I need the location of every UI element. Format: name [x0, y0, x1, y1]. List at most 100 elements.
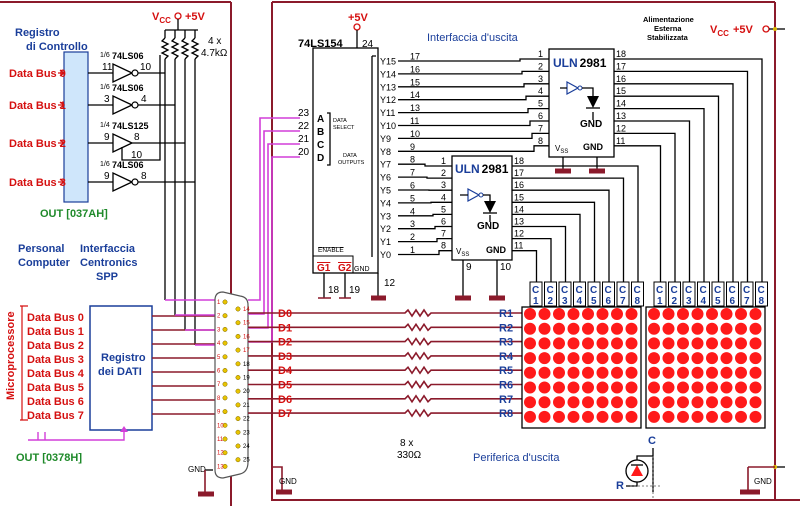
led-matrix-right-r6-c1	[648, 381, 660, 394]
led-matrix-right-r6-c8	[749, 381, 762, 394]
row-label-R3: R3	[499, 337, 513, 349]
data-bus-0: Data Bus 0	[27, 312, 84, 324]
pin-label-18: 18	[243, 362, 250, 368]
dec-to-lower-4	[398, 213, 452, 217]
led-matrix-left-r5-c7	[611, 366, 623, 379]
led-matrix-right-r8-c6	[720, 410, 733, 423]
res-count: 4 x	[208, 36, 221, 47]
dec-pin-22: 22	[298, 121, 310, 132]
svg-text:C: C	[576, 285, 583, 296]
gate3-frac: 1/6	[100, 161, 110, 168]
dec-pin-21: 21	[298, 134, 310, 145]
gate0-part: 74LS06	[112, 51, 144, 61]
periph-title: Periferica d'uscita	[473, 452, 560, 464]
led-matrix-left-r2-c8	[625, 322, 638, 335]
dec-to-upper-0	[398, 58, 549, 62]
dec-to-lower-3	[398, 201, 452, 204]
svg-text:C: C	[743, 285, 750, 296]
led-matrix-right-r6-c2	[662, 381, 675, 394]
led-matrix-left-r1-c6	[596, 308, 609, 320]
pin-17	[235, 347, 241, 353]
led-matrix-left-r7-c6	[596, 396, 609, 409]
uln-upper-in-5: 6	[538, 111, 543, 121]
led-matrix-right-r2-c3	[677, 322, 689, 335]
pin-label-14: 14	[243, 307, 250, 313]
upper-to-col-1	[614, 70, 749, 285]
control-bus-labels: Data Bus 0 Data Bus 1 Data Bus 2 Data Bu…	[9, 68, 66, 189]
dec-out-Y1: Y1	[380, 237, 391, 247]
led-matrix-right-r7-c4	[691, 396, 704, 409]
control-title-1: Registro	[15, 27, 60, 39]
dec-out-Y12: Y12	[380, 95, 396, 105]
lower-to-col-4	[512, 213, 581, 285]
led-matrix-left-r7-c5	[582, 396, 594, 409]
gnd-left-inside: GND	[272, 466, 297, 495]
led-matrix-left-r4-c3	[553, 352, 565, 365]
pin-9	[222, 409, 228, 415]
uln-lower-in-5: 6	[441, 217, 446, 227]
dec-out-Y11: Y11	[380, 108, 395, 118]
g1-pin: 18	[328, 285, 340, 296]
pc-label-2: Computer	[18, 257, 71, 269]
dec-to-upper-5	[398, 120, 549, 127]
vcc-label-left: VCC	[152, 11, 171, 25]
micro-bracket	[20, 305, 28, 421]
uln-upper-out-0: 18	[616, 49, 626, 59]
iface-label-1: Interfaccia	[80, 243, 136, 255]
dec-out-Y9: Y9	[380, 134, 391, 144]
dec-to-upper-3	[398, 95, 549, 101]
data-outputs-2: OUTPUTS	[338, 160, 365, 166]
gate2-pin-in: 9	[104, 132, 110, 143]
pin-21	[235, 402, 241, 408]
dec-out-Y0: Y0	[380, 250, 391, 260]
svg-text:2: 2	[672, 296, 678, 307]
led-matrix-left-r2-c1	[524, 322, 536, 335]
led-matrix-right	[645, 306, 766, 429]
led-matrix-left-r4-c8	[625, 352, 638, 365]
d-label-2: D2	[278, 337, 292, 349]
led-matrix-left-r5-c5	[582, 366, 594, 379]
led-matrix-right-r4-c3	[677, 352, 689, 365]
data-bus-6: Data Bus 6	[27, 396, 84, 408]
uln-lower-out-5: 13	[514, 217, 524, 227]
led-matrix-left-r4-c2	[538, 352, 551, 365]
svg-text:5: 5	[715, 296, 721, 307]
led-matrix-left-r1-c2	[538, 308, 551, 320]
col-right-C2: C2	[668, 281, 681, 307]
svg-text:C: C	[532, 285, 539, 296]
led-matrix-left	[521, 306, 642, 429]
uln-lower-out-7: 11	[514, 241, 523, 251]
dec-pin-out-8: 8	[410, 155, 415, 165]
led-matrix-left-r6-c3	[553, 381, 565, 394]
d-line-3	[248, 351, 522, 361]
svg-text:8: 8	[635, 296, 641, 307]
led-matrix-left-r2-c2	[538, 322, 551, 335]
dec-to-lower-7	[398, 250, 452, 256]
led-matrix-left-r6-c5	[582, 381, 594, 394]
d-line-7	[248, 408, 522, 418]
pin-label-11: 11	[217, 437, 224, 443]
col-left-C5: C5	[587, 281, 601, 307]
led-matrix-right-r1-c5	[706, 308, 718, 320]
d-label-0: D0	[278, 308, 292, 320]
led-matrix-right-r3-c2	[662, 337, 675, 350]
row-label-R1: R1	[499, 308, 513, 320]
led-matrix-left-r7-c4	[567, 396, 580, 409]
pin-15	[235, 320, 241, 326]
uln-upper-in-2: 3	[538, 74, 543, 84]
control-register-box	[63, 51, 89, 203]
ext-supply-3: Stabilizzata	[647, 33, 689, 42]
led-matrix-left-r1-c4	[567, 308, 580, 320]
svg-text:C: C	[605, 285, 612, 296]
col-left-C3: C3	[558, 281, 572, 307]
uln-upper-out-6: 12	[616, 123, 626, 133]
led-symbol: C R	[616, 435, 662, 500]
strobe-arrow	[120, 426, 128, 432]
svg-text:8: 8	[759, 296, 765, 307]
uln-lower-out-3: 15	[514, 192, 524, 202]
uln-lower-out-6: 12	[514, 229, 524, 239]
led-matrix-right-r1-c3	[677, 308, 689, 320]
